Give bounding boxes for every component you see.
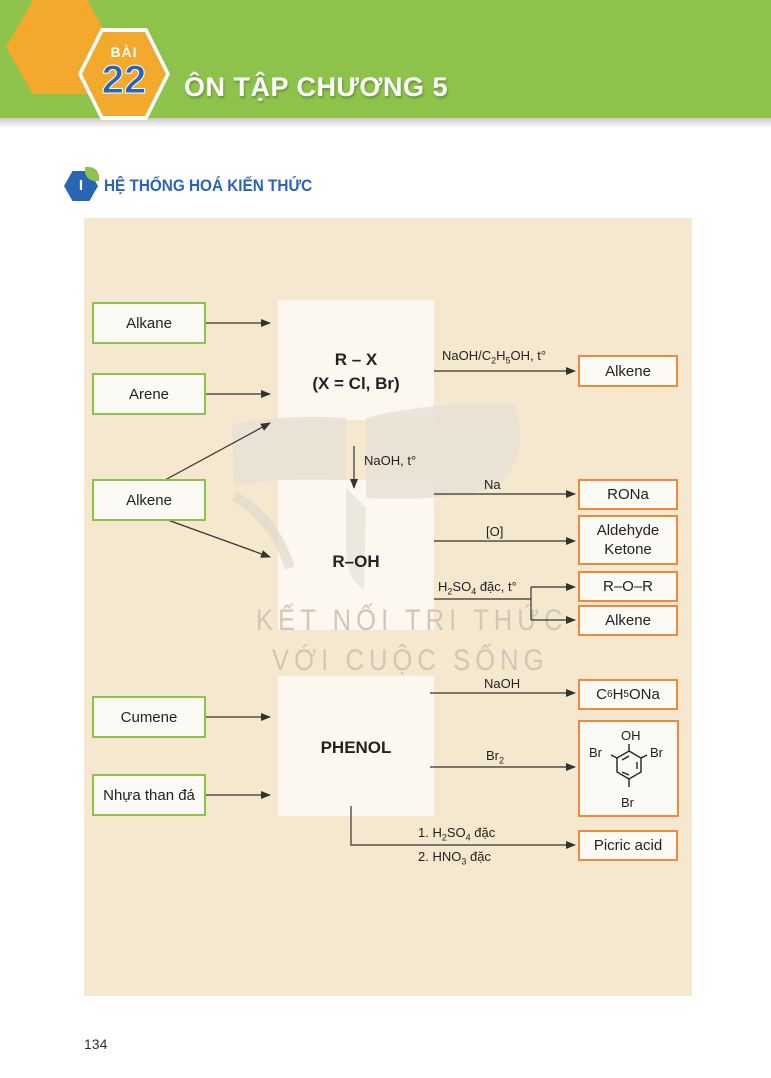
leaf-icon [85,167,99,181]
product-picric-acid: Picric acid [578,830,678,861]
product-rona: RONa [578,479,678,510]
ketone-label: Ketone [604,541,652,558]
rx-center-block [278,300,434,420]
condition-nitration-step2: 2. HNO3 đặc [418,849,491,867]
watermark-line1: KẾT NỐI TRI THỨC [256,604,568,637]
input-cumene: Cumene [92,696,206,738]
condition-na: Na [484,477,501,492]
product-alkene-from-roh: Alkene [578,605,678,636]
rx-halogen-note: (X = Cl, Br) [312,374,400,393]
tribromophenol-br-bottom: Br [621,795,634,810]
watermark-logo [231,403,520,590]
input-alkane: Alkane [92,302,206,344]
tribromophenol-oh: OH [621,728,641,743]
phenol-label: PHENOL [320,738,392,757]
lesson-badge-word: BÀI [110,44,138,60]
aldehyde-label: Aldehyde [596,522,660,539]
roh-label: R–OH [332,552,380,571]
condition-naoh: NaOH [484,676,521,691]
condition-nitration-step1: 1. H2SO4 đặc [418,825,496,843]
product-aldehyde-ketone: Aldehyde Ketone [578,515,678,565]
phenol-center-block [278,676,434,816]
condition-h2so4: H2SO4 đặc, t° [438,579,517,597]
lesson-badge [82,32,166,116]
condition-naoh-heat: NaOH, t° [364,453,417,468]
input-arene: Arene [92,373,206,415]
product-alkene-from-rx: Alkene [578,355,678,387]
section-title: HỆ THỐNG HOÁ KIẾN THỨC [104,176,313,195]
rx-label: R – X (X = Cl, Br) [278,350,434,394]
condition-naoh-ethanol: NaOH/C2H5OH, t° [442,348,547,366]
lesson-number: 22 [101,58,147,103]
condition-oxidation: [O] [486,524,504,539]
product-ether: R–O–R [578,571,678,602]
product-tribromophenol [578,720,679,817]
lesson-title: ÔN TẬP CHƯƠNG 5 [184,72,448,102]
rx-formula: R – X [334,350,378,369]
tribromophenol-br-right: Br [650,745,663,760]
tribromophenol-structure [610,744,648,787]
section-number: I [78,177,84,194]
input-coal-tar: Nhựa than đá [92,774,206,816]
tribromophenol-br-left: Br [589,745,602,760]
condition-br2: Br2 [486,748,505,766]
page-number: 134 [84,1036,108,1052]
watermark-line2: VỚI CUỘC SỐNG [272,644,549,677]
input-alkene: Alkene [92,479,206,521]
header-shadow [0,118,771,128]
